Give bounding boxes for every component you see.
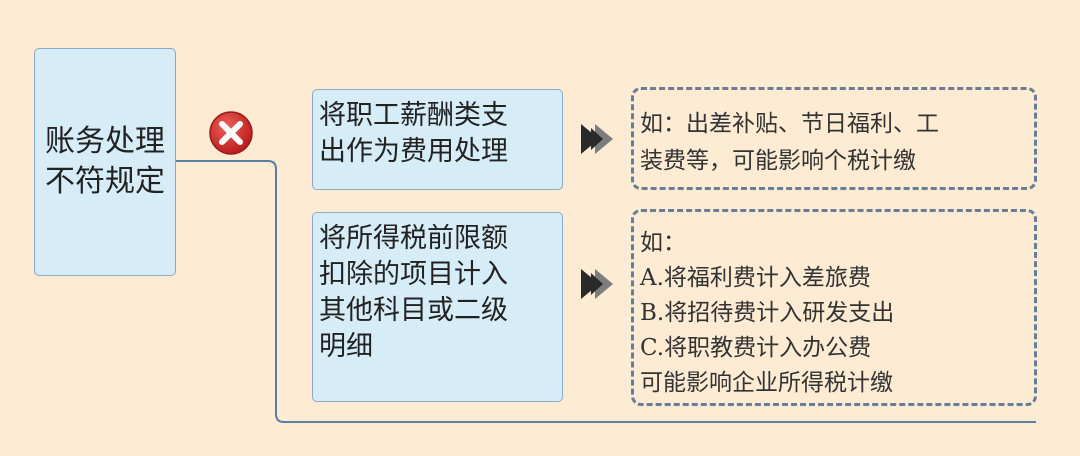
branch-2-label-line-4: 明细	[319, 331, 373, 362]
double-arrow-right-icon	[581, 269, 613, 299]
branch-1-note-line-1: 如：出差补贴、节日福利、工	[640, 111, 939, 137]
root-label-line-1: 账务处理	[45, 124, 165, 159]
branch-1-node: 将职工薪酬类支 出作为费用处理	[312, 89, 563, 190]
double-arrow-right-icon	[581, 124, 613, 154]
branch-1-label-line-2: 出作为费用处理	[319, 136, 508, 167]
root-connector-line	[176, 160, 1036, 423]
branch-2-label-line-1: 将所得税前限额	[319, 223, 508, 254]
error-x-icon	[209, 111, 253, 155]
branch-2-label-line-3: 其他科目或二级	[319, 295, 508, 326]
branch-2-note-line-2: A.将福利费计入差旅费	[640, 265, 871, 291]
branch-2-note-line-3: B.将招待费计入研发支出	[640, 300, 895, 326]
branch-2-note-line-1: 如：	[640, 230, 686, 256]
branch-2-note-line-4: C.将职教费计入办公费	[640, 335, 872, 361]
branch-2-example-note: 如： A.将福利费计入差旅费 B.将招待费计入研发支出 C.将职教费计入办公费 …	[631, 209, 1037, 406]
branch-1-example-note: 如：出差补贴、节日福利、工 装费等，可能影响个税计缴	[631, 87, 1037, 190]
branch-1-label-line-1: 将职工薪酬类支	[319, 100, 508, 131]
branch-2-label-line-2: 扣除的项目计入	[319, 259, 508, 290]
branch-1-note-line-2: 装费等，可能影响个税计缴	[640, 148, 916, 174]
root-label: 账务处理 不符规定	[45, 122, 165, 202]
root-label-line-2: 不符规定	[45, 164, 165, 199]
root-node: 账务处理 不符规定	[34, 48, 176, 276]
branch-2-note-line-5: 可能影响企业所得税计缴	[640, 370, 893, 396]
branch-2-node: 将所得税前限额 扣除的项目计入 其他科目或二级 明细	[312, 212, 563, 402]
